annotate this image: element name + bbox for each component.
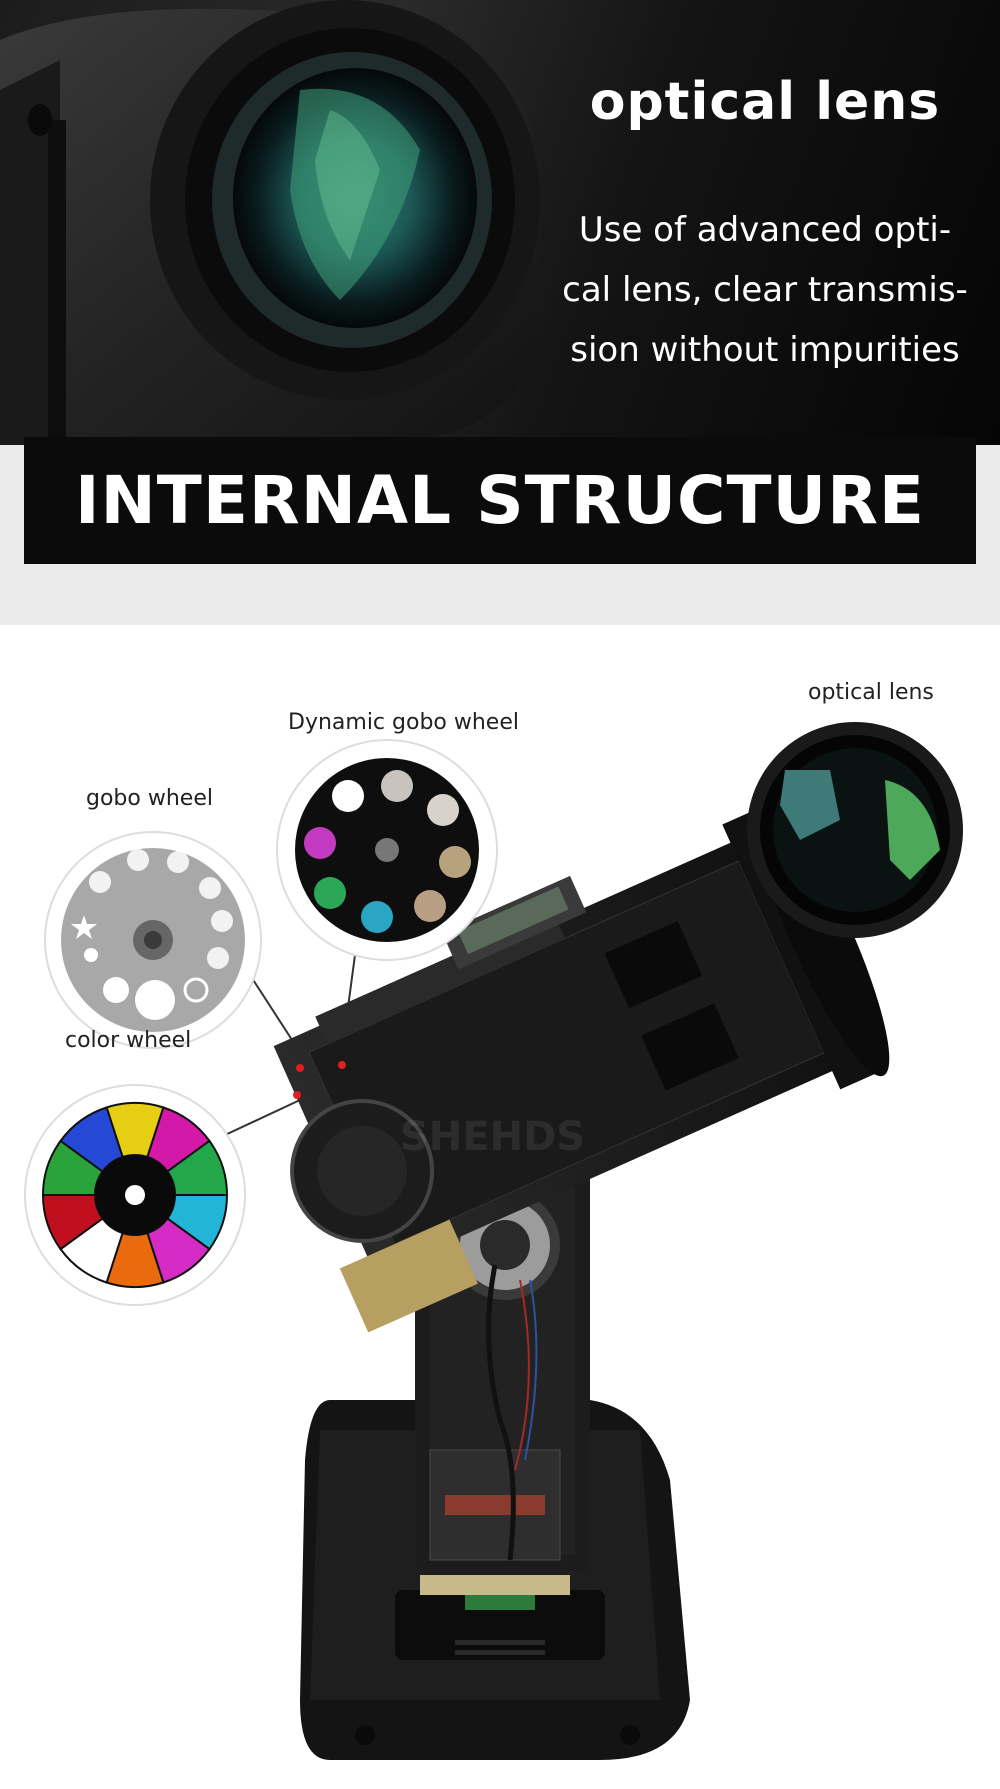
callout-gobo-wheel: gobo wheel [86,786,213,811]
internal-structure-diagram: SHEHDS optical lens Dynamic gobo wheel g… [0,625,1000,1789]
hero-description-line: sion without impurities [570,330,960,370]
color-wheel-segments [41,1102,229,1288]
hero-title: optical lens [589,72,941,132]
hero-description-line: cal lens, clear transmis- [562,270,968,310]
hero-section: optical lens Use of advanced opti- cal l… [0,0,1000,445]
callout-dynamic-gobo-wheel: Dynamic gobo wheel [288,710,519,735]
hero-description: Use of advanced opti- cal lens, clear tr… [555,200,975,380]
watermark-text: SHEHDS [400,1114,585,1160]
moving-head-fixture: SHEHDS [24,722,963,1760]
hero-description-line: Use of advanced opti- [578,210,952,250]
callout-color-wheel: color wheel [65,1028,192,1053]
callout-optical-lens: optical lens [808,680,934,705]
section-banner: INTERNAL STRUCTURE [24,437,976,564]
lens-housing-photo [0,0,545,445]
